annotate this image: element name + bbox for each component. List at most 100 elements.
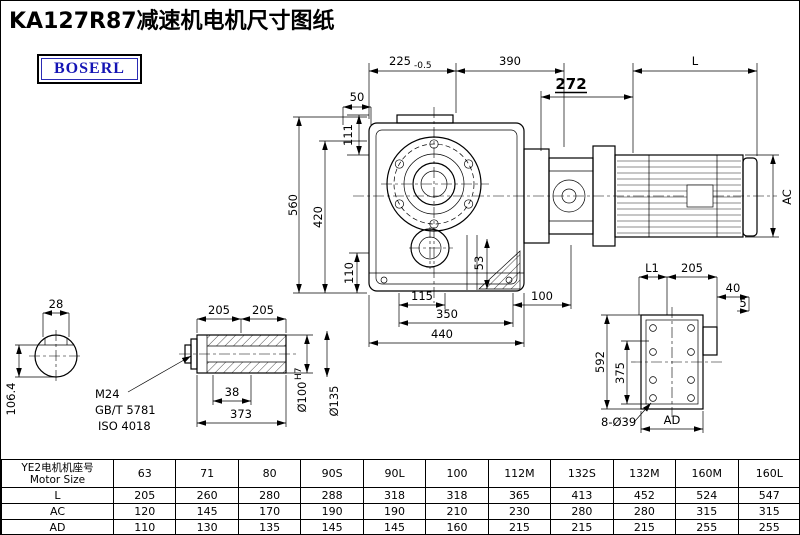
row-label-AC: AC <box>1 503 114 520</box>
size-col-header: 90S <box>300 459 364 488</box>
motor-size-header: YE2电机机座号 Motor Size <box>1 459 114 488</box>
dim-205-rear-label: 205 <box>681 261 703 275</box>
dim-100h7-base: Ø100 <box>295 381 309 412</box>
dim-420-label: 420 <box>311 206 325 228</box>
dim-205-left-label: 205 <box>208 303 230 317</box>
table-cell: 315 <box>737 503 799 520</box>
dim-205-right-label: 205 <box>252 303 274 317</box>
gearbox-front-view <box>368 114 525 292</box>
size-col-header: 71 <box>175 459 239 488</box>
table-cell: 288 <box>300 487 364 504</box>
bolt-holes-label: 8-Ø39 <box>601 415 636 429</box>
size-col-header: 90L <box>362 459 427 488</box>
motor-size-label-cn: YE2电机机座号 <box>21 461 94 474</box>
size-col-header: 80 <box>237 459 302 488</box>
table-cell: 318 <box>425 487 489 504</box>
rear-view: L1 205 40 5 592 <box>593 261 750 433</box>
thread-spec-label: M24 <box>95 387 120 401</box>
table-cell: 255 <box>675 519 739 534</box>
table-cell: 135 <box>237 519 302 534</box>
dim-28-label: 28 <box>49 297 64 311</box>
shaft-side-view: 205 205 38 373 M24 GB/T 5781 ISO 4018 <box>95 303 341 433</box>
dim-AC-label: AC <box>780 189 794 205</box>
dim-592-label: 592 <box>593 351 607 373</box>
table-cell: 255 <box>737 519 799 534</box>
motor-nameplate <box>686 184 714 208</box>
dim-L1-label: L1 <box>645 261 659 275</box>
table-cell: 215 <box>612 519 677 534</box>
table-cell: 215 <box>487 519 552 534</box>
dim-111-label: 111 <box>341 124 355 146</box>
table-cell: 190 <box>362 503 427 520</box>
table-cell: 318 <box>362 487 427 504</box>
size-col-header: 112M <box>487 459 552 488</box>
dim-chain-top: 225 -0.5 390 272 L <box>368 54 758 156</box>
dim-350-label: 350 <box>436 307 458 321</box>
motor-size-table: YE2电机机座号 Motor Size 63 71 80 90S 90L 100… <box>1 459 799 534</box>
table-cell: 205 <box>112 487 177 504</box>
table-cell: 365 <box>487 487 552 504</box>
table-cell: 280 <box>612 503 677 520</box>
technical-drawing: 225 -0.5 390 272 L 50 111 560 420 <box>4 54 794 433</box>
table-cell: 145 <box>362 519 427 534</box>
table-cell: 190 <box>300 503 364 520</box>
dim-106-4-label: 106.4 <box>4 383 18 416</box>
table-cell: 120 <box>112 503 177 520</box>
dim-560-label: 560 <box>286 194 300 216</box>
table-cell: 260 <box>175 487 239 504</box>
dim-390-label: 390 <box>499 54 521 68</box>
size-col-header: 160M <box>675 459 739 488</box>
dim-440-label: 440 <box>431 327 453 341</box>
dim-50-111: 50 111 <box>341 90 372 156</box>
table-cell: 145 <box>175 503 239 520</box>
table-cell: 230 <box>487 503 552 520</box>
table-cell: 315 <box>675 503 739 520</box>
table-row-AC: AC 120 145 170 190 190 210 230 280 280 3… <box>1 503 799 520</box>
dim-100h7-sup: H7 <box>294 368 304 381</box>
table-cell: 280 <box>237 487 302 504</box>
table-cell: 130 <box>175 519 239 534</box>
dim-53-label: 53 <box>472 256 486 271</box>
size-col-header: 63 <box>112 459 177 488</box>
dim-L-label: L <box>692 54 699 68</box>
table-cell: 110 <box>112 519 177 534</box>
dim-135-label: Ø135 <box>327 385 341 416</box>
table-cell: 413 <box>550 487 614 504</box>
dim-chain-left: 560 420 110 <box>286 116 369 294</box>
dim-50-label: 50 <box>350 90 365 104</box>
gb-standard-label: GB/T 5781 <box>95 403 156 417</box>
table-cell: 210 <box>425 503 489 520</box>
size-col-header: 132M <box>612 459 677 488</box>
table-header-row: YE2电机机座号 Motor Size 63 71 80 90S 90L 100… <box>1 459 799 488</box>
dim-53: 53 <box>472 239 490 289</box>
boserl-logo: BOSERL <box>37 54 142 85</box>
row-label-AD: AD <box>1 519 114 534</box>
table-cell: 215 <box>550 519 614 534</box>
dim-AC: AC <box>745 154 794 238</box>
dim-40-label: 40 <box>726 281 741 295</box>
motor-size-label-en: Motor Size <box>29 473 86 486</box>
motor-side-view <box>523 145 758 247</box>
dim-110-label: 110 <box>342 262 356 284</box>
iso-standard-label: ISO 4018 <box>98 419 151 433</box>
dim-100-label: 100 <box>531 289 553 303</box>
dim-225-tolerance-label: -0.5 <box>414 61 432 71</box>
dim-38-label: 38 <box>225 385 240 399</box>
table-cell: 170 <box>237 503 302 520</box>
table-cell: 452 <box>612 487 677 504</box>
table-row-L: L 205 260 280 288 318 318 365 413 452 52… <box>1 487 799 504</box>
table-row-AD: AD 110 130 135 145 145 160 215 215 215 2… <box>1 519 799 534</box>
table-cell: 524 <box>675 487 739 504</box>
logo-text: BOSERL <box>41 58 138 81</box>
dim-272-label: 272 <box>555 75 586 93</box>
dim-100h7-label: Ø100 H7 <box>294 368 309 413</box>
dim-115-label: 115 <box>411 289 433 303</box>
table-cell: 160 <box>425 519 489 534</box>
size-col-header: 132S <box>550 459 614 488</box>
row-label-L: L <box>1 487 114 504</box>
size-col-header: 100 <box>425 459 489 488</box>
dim-chain-bottom: 115 100 350 440 <box>368 245 572 347</box>
dim-373-label: 373 <box>230 407 252 421</box>
centerlines <box>353 107 777 303</box>
